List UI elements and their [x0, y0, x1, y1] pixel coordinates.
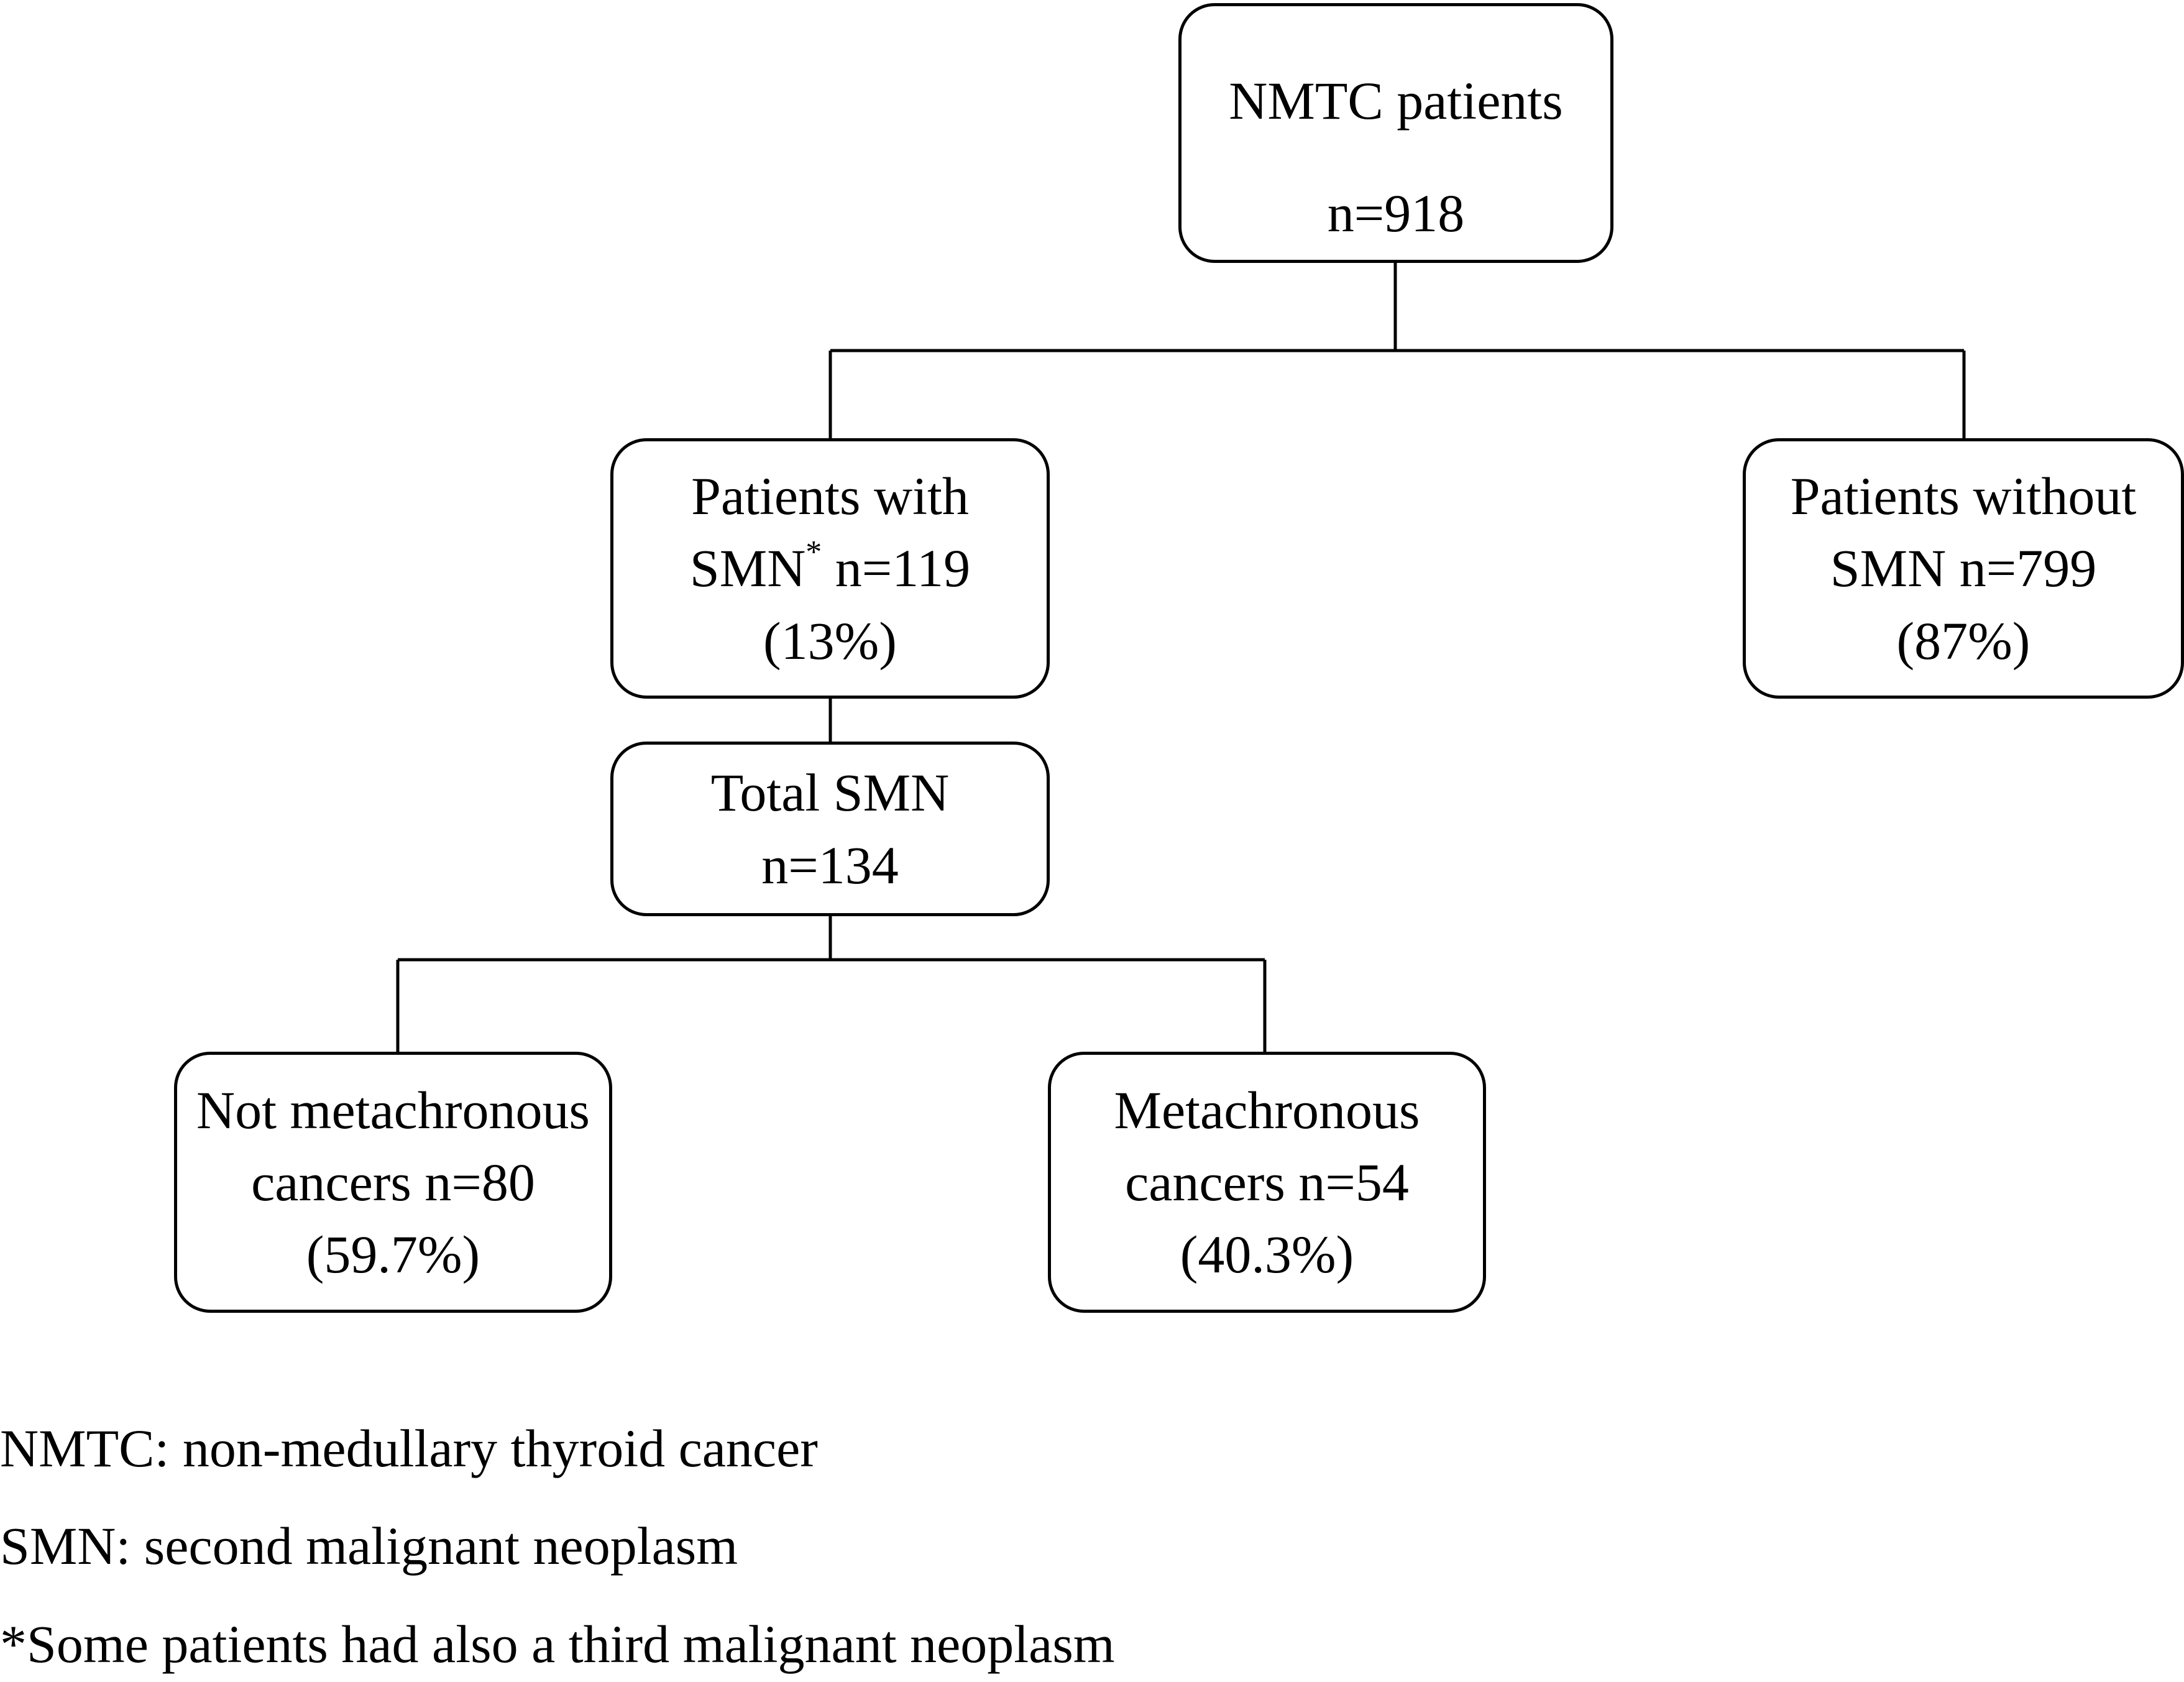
node-total-smn-count: n=134 — [761, 835, 899, 895]
node-nmtc-patients-count: n=918 — [1327, 183, 1465, 243]
node-patients-without-smn: Patients without SMN n=799 (87%) — [1743, 438, 2184, 699]
node-nmtc-patients-label: NMTC patients — [1229, 71, 1563, 131]
node-without-smn-percent: (87%) — [1896, 610, 2030, 671]
node-metachronous-line2: cancers n=54 — [1125, 1152, 1409, 1212]
node-total-smn: Total SMN n=134 — [610, 742, 1050, 916]
node-total-smn-label: Total SMN — [710, 763, 950, 823]
footnote-marker: * — [805, 535, 822, 571]
node-with-smn-line1: Patients with — [691, 466, 969, 526]
footnote-smn: SMN: second malignant neoplasm — [0, 1516, 738, 1576]
node-metachronous-percent: (40.3%) — [1180, 1225, 1354, 1285]
node-not-metachronous: Not metachronous cancers n=80 (59.7%) — [174, 1052, 612, 1313]
node-with-smn-percent: (13%) — [763, 610, 897, 671]
node-metachronous: Metachronous cancers n=54 (40.3%) — [1048, 1052, 1486, 1313]
node-metachronous-line1: Metachronous — [1114, 1080, 1420, 1140]
footnote-nmtc: NMTC: non-medullary thyroid cancer — [0, 1418, 818, 1478]
node-not-metachronous-line2: cancers n=80 — [251, 1152, 535, 1212]
node-nmtc-patients: NMTC patients n=918 — [1178, 3, 1613, 263]
node-not-metachronous-percent: (59.7%) — [306, 1225, 480, 1285]
node-with-smn-line2: SMN* n=119 — [690, 532, 970, 604]
node-without-smn-line2: SMN n=799 — [1830, 538, 2097, 599]
node-without-smn-line1: Patients without — [1790, 466, 2137, 526]
node-with-smn-abbrev: SMN — [689, 538, 806, 599]
footnote-third-neoplasm: *Some patients had also a third malignan… — [0, 1614, 1115, 1674]
node-not-metachronous-line1: Not metachronous — [196, 1080, 590, 1140]
node-patients-with-smn: Patients with SMN* n=119 (13%) — [610, 438, 1050, 699]
node-with-smn-count: n=119 — [822, 538, 971, 599]
